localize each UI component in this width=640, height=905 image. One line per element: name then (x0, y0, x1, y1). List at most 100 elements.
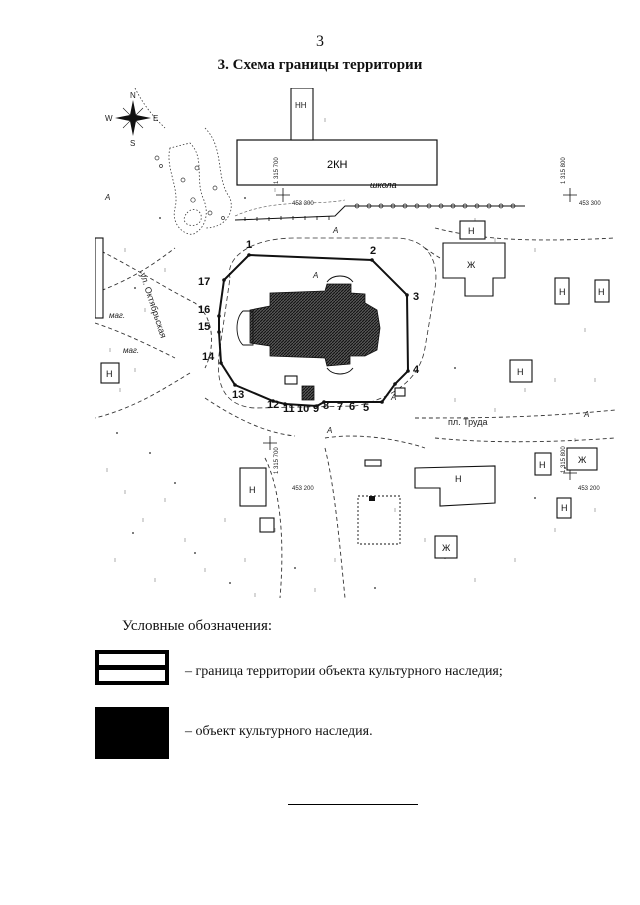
a-marker-2: А (332, 226, 338, 235)
park-area (134, 88, 232, 235)
grid-marks (263, 188, 577, 480)
grid-coord-1315700-b: 1 315 700 (274, 447, 280, 474)
buildings (95, 220, 610, 559)
point-label-7: 7 (337, 401, 343, 413)
building-n-7-label: Н (561, 503, 568, 513)
building-n-2 (554, 277, 570, 305)
building-n-2-label: Н (559, 287, 566, 297)
point-label-12: 12 (267, 399, 279, 411)
point-label-3: 3 (413, 291, 419, 303)
school-fence (234, 205, 525, 221)
heritage-object-symbol (95, 707, 169, 759)
grid-coord-453300-b: 453 300 (579, 201, 601, 207)
school-label: школа (370, 180, 397, 190)
shop-label-1: маг. (109, 311, 125, 320)
building-n-7 (556, 497, 572, 519)
shop-label-2: маг. (123, 346, 139, 355)
compass-rose: N S E W (105, 91, 158, 148)
legend-heading: Условные обозначения: (122, 618, 273, 634)
school-building-label: 2КН (327, 159, 348, 171)
a-marker-1: А (104, 193, 110, 202)
compass-s-label: S (130, 139, 135, 148)
road-edge-top (234, 199, 346, 217)
school-annex-label: НН (295, 101, 307, 110)
heritage-object (249, 283, 381, 367)
point-label-11: 11 (283, 403, 295, 415)
point-label-5: 5 (363, 402, 369, 414)
territory-boundary (218, 253, 410, 408)
legend-boundary-text: – граница территории объекта культурного… (185, 664, 503, 679)
point-label-6: 6 (349, 401, 355, 413)
ground-dots (116, 197, 566, 589)
kiosk-2 (284, 375, 298, 385)
page-title: 3. Схема границы территории (217, 57, 423, 73)
a-marker-6: А (390, 393, 396, 402)
building-n-6 (414, 465, 496, 507)
a-markers: А А А А А А (104, 193, 589, 435)
point-label-14: 14 (202, 351, 215, 363)
building-zh-1 (442, 242, 506, 297)
point-label-8: 8 (323, 400, 329, 412)
building-n-4 (509, 359, 533, 383)
park-trees (154, 155, 225, 220)
apse-outlines (236, 275, 354, 375)
grid-coord-453200-a: 453 200 (292, 486, 314, 492)
building-n-1-label: Н (468, 226, 475, 236)
grid-coord-1315800-a: 1 315 800 (561, 157, 567, 184)
point-label-13: 13 (232, 389, 244, 401)
building-n-5 (534, 452, 552, 476)
building-n-5-label: Н (539, 460, 546, 470)
street-label-truda: пл. Труда (448, 417, 487, 427)
fence-circles (354, 203, 516, 209)
building-zh-3 (434, 535, 458, 559)
grid-coord-1315700-a: 1 315 700 (274, 157, 280, 184)
legend-object-text: – объект культурного наследия. (185, 724, 373, 739)
compass-e-label: E (153, 114, 158, 123)
building-n-4-label: Н (517, 367, 524, 377)
ground-texture (106, 118, 596, 597)
building-mag-1 (95, 237, 104, 319)
a-marker-5: А (583, 410, 589, 419)
building-zh-3-label: Ж (442, 543, 451, 553)
kiosk-3 (364, 459, 382, 467)
street-label-oktyabrskaya: ул. Октябрьская (138, 272, 169, 340)
kiosk-1 (394, 387, 406, 397)
building-labels: Н Ж Н Н Н Ж Н Н Н Ж Н Н (106, 226, 605, 553)
fenced-lot (357, 495, 401, 545)
fence-ticks (244, 216, 330, 221)
street-edges (95, 227, 615, 598)
point-label-17: 17 (198, 276, 210, 288)
building-small-1 (259, 517, 275, 533)
point-label-1: 1 (246, 239, 252, 251)
point-label-4: 4 (413, 364, 420, 376)
point-label-16: 16 (198, 304, 210, 316)
a-marker-4: А (326, 426, 332, 435)
building-n-8 (239, 467, 267, 507)
legend-row-boundary: – граница территории объекта культурного… (95, 650, 615, 710)
building-zh-2-label: Ж (578, 455, 587, 465)
building-zh-1-label: Ж (467, 260, 476, 270)
building-n-1 (459, 220, 486, 240)
lot-marker (369, 496, 375, 501)
grid-coord-453200-b: 453 200 (578, 486, 600, 492)
building-n-9 (100, 362, 120, 384)
boundary-symbol (95, 650, 169, 685)
compass-n-label: N (130, 91, 136, 100)
territory-boundary-map: N S E W 2КН НН школа 453 300 1 315 700 4… (95, 88, 615, 598)
page-number: 3 (316, 33, 324, 50)
school-annex (290, 88, 314, 141)
grid-coord-453300-a: 453 300 (292, 201, 314, 207)
grid-coord-1315800-b: 1 315 800 (561, 446, 567, 473)
building-n-8-label: Н (249, 485, 256, 495)
point-label-2: 2 (370, 245, 376, 257)
boundary-point-labels: 1 2 3 4 5 6 7 8 9 10 11 12 13 14 15 16 1… (198, 239, 420, 415)
building-n-9-label: Н (106, 369, 113, 379)
point-label-10: 10 (297, 403, 309, 415)
building-zh-2 (566, 447, 598, 471)
signature-line (288, 804, 418, 805)
boundary-vertices (217, 253, 410, 408)
point-label-15: 15 (198, 321, 210, 333)
building-n-3 (594, 279, 610, 303)
legend-row-object: – объект культурного наследия. (95, 707, 615, 767)
heritage-small-object (301, 385, 315, 401)
